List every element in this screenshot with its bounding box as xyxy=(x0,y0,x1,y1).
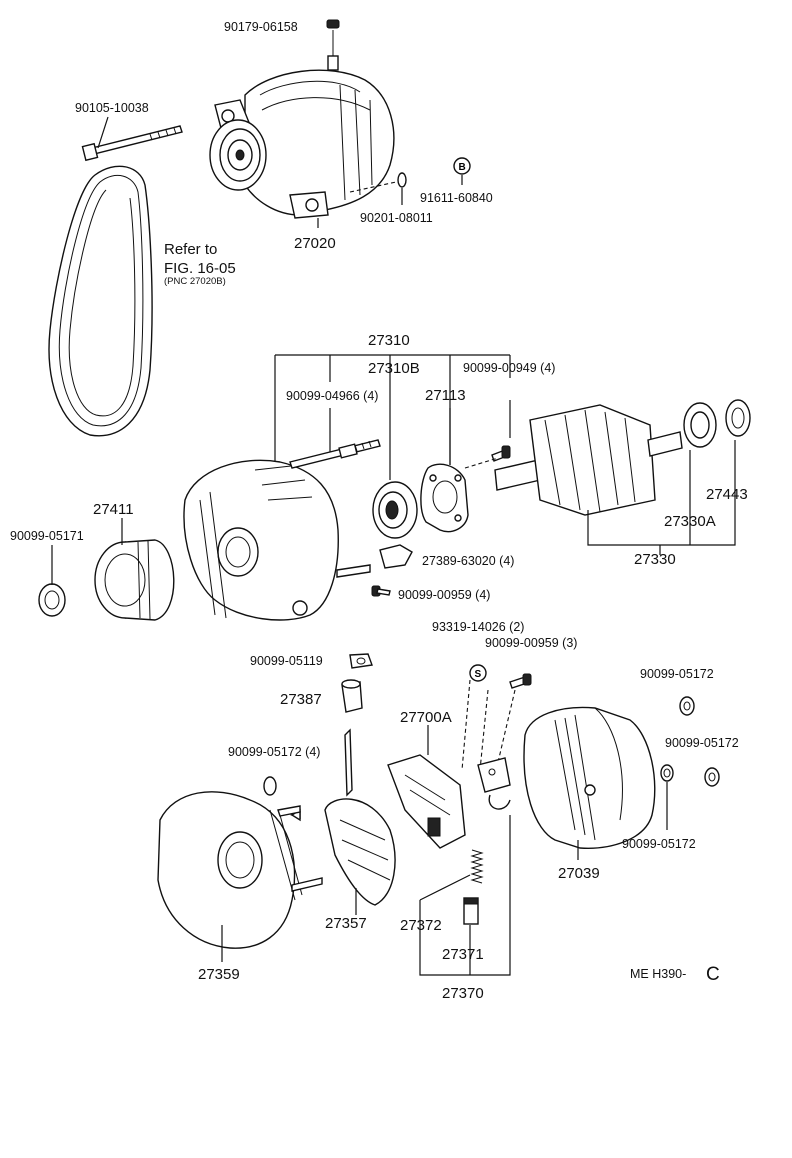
label-90099-00959-3: 90099-00959 (3) xyxy=(485,636,577,650)
label-90099-05172-4: 90099-05172 (4) xyxy=(228,745,320,759)
label-refer-fig: FIG. 16-05 xyxy=(164,260,236,277)
mark-b-icon: B xyxy=(453,157,471,175)
rear-cover-27039 xyxy=(523,706,656,849)
nut-90099-05172-4 xyxy=(263,776,277,796)
label-27700a: 27700A xyxy=(400,709,452,726)
label-90201-08011: 90201-08011 xyxy=(360,211,433,225)
label-27443: 27443 xyxy=(706,486,748,503)
mark-s-icon: S xyxy=(469,664,487,682)
label-90105-10038: 90105-10038 xyxy=(75,101,149,115)
diagram-code-suffix: C xyxy=(706,964,720,985)
bolt-90105-10038 xyxy=(81,125,183,162)
bearing-cover-27443 xyxy=(725,399,751,437)
group-bracket-27310 xyxy=(274,354,511,480)
nut-90099-05171 xyxy=(38,583,66,617)
group-bracket-27330 xyxy=(587,440,736,555)
label-27371: 27371 xyxy=(442,946,484,963)
label-91611-60840: 91611-60840 xyxy=(420,191,493,205)
label-90099-00959-4: 90099-00959 (4) xyxy=(398,588,490,602)
rear-end-frame-27359 xyxy=(157,791,323,949)
retainer-plate-27113 xyxy=(420,463,469,533)
label-27372: 27372 xyxy=(400,917,442,934)
diagram-code: ME H390- xyxy=(630,967,686,981)
brush-27371 xyxy=(463,897,479,925)
label-27310b: 27310B xyxy=(368,360,420,377)
pulley-27411 xyxy=(94,539,175,621)
alternator-assembly xyxy=(209,19,395,219)
label-27370: 27370 xyxy=(442,985,484,1002)
bearing-27330a xyxy=(683,402,717,448)
through-bolt-90099-04966 xyxy=(289,439,381,469)
label-93319-14026: 93319-14026 (2) xyxy=(432,620,524,634)
label-90099-00949: 90099-00949 (4) xyxy=(463,361,555,375)
brush-holder-27370 xyxy=(477,757,511,810)
label-27310: 27310 xyxy=(368,332,410,349)
label-27330: 27330 xyxy=(634,551,676,568)
nut-90099-05172-b xyxy=(704,767,720,787)
svg-text:B: B xyxy=(459,162,466,173)
label-90099-05119: 90099-05119 xyxy=(250,654,323,668)
label-90099-04966: 90099-04966 (4) xyxy=(286,389,378,403)
label-90179-06158: 90179-06158 xyxy=(224,20,298,34)
svg-text:S: S xyxy=(475,669,482,680)
bearing-27310b xyxy=(372,481,418,539)
label-refer-to: Refer to xyxy=(164,241,217,258)
label-27357: 27357 xyxy=(325,915,367,932)
label-27359: 27359 xyxy=(198,966,240,983)
v-belt xyxy=(48,165,153,437)
label-27020: 27020 xyxy=(294,235,336,252)
washer-90201 xyxy=(397,172,407,188)
label-90099-05172-b: 90099-05172 xyxy=(665,736,739,750)
label-27411: 27411 xyxy=(93,501,134,518)
label-refer-pnc: (PNC 27020B) xyxy=(164,276,226,287)
label-90099-05171: 90099-05171 xyxy=(10,529,84,543)
rectifier-27357 xyxy=(324,728,396,906)
insulator-27387 xyxy=(341,679,363,713)
label-90099-05172-c: 90099-05172 xyxy=(622,837,696,851)
screw-90099-00959-3 xyxy=(509,673,532,689)
label-27330a: 27330A xyxy=(664,513,716,530)
screw-90099-00949 xyxy=(464,445,511,469)
label-27387: 27387 xyxy=(280,691,322,708)
rotor-27330 xyxy=(494,404,683,516)
regulator-27700a xyxy=(387,754,466,849)
insulator-27389 xyxy=(379,544,413,569)
nut-90099-05119 xyxy=(349,653,373,669)
nut-90099-05172-a xyxy=(679,696,695,716)
label-27113: 27113 xyxy=(425,387,466,404)
drive-end-frame xyxy=(183,459,371,621)
spring-27372 xyxy=(470,849,484,884)
label-27039: 27039 xyxy=(558,865,600,882)
nut-90099-05172-c xyxy=(660,764,674,782)
screw-90099-00959-4 xyxy=(371,585,391,597)
label-27389-63020: 27389-63020 (4) xyxy=(422,554,514,568)
label-90099-05172-a: 90099-05172 xyxy=(640,667,714,681)
